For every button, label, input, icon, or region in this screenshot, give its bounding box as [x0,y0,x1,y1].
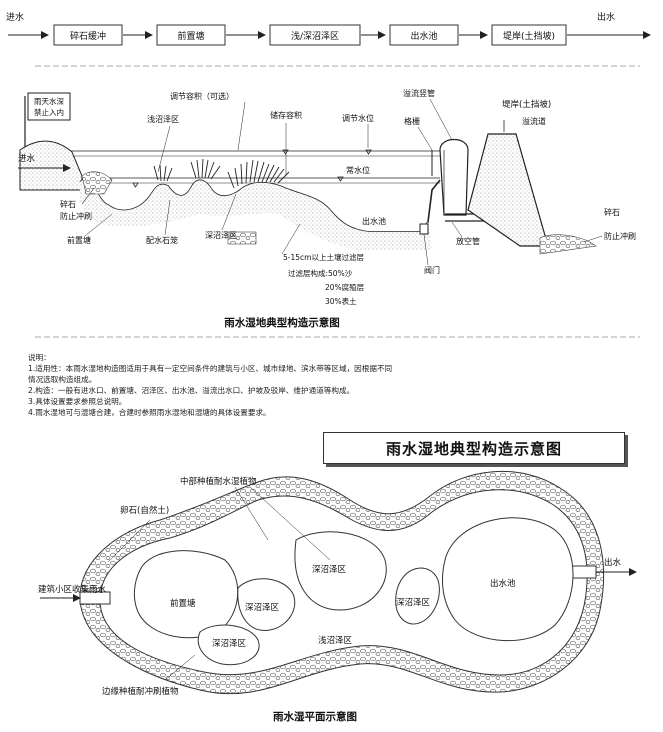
flow-end-label: 出水 [597,11,615,23]
filter-note: 30%表土 [325,296,357,306]
plan-label-outlet-pool: 出水池 [490,578,516,589]
notes-heading: 说明： [28,353,51,362]
section-title: 雨水湿地典型构造示意图 [224,316,340,329]
flow-step-label: 出水池 [410,30,437,42]
label-storage-volume: 储存容积 [270,110,302,120]
notes-line: 2.构造：一般有进水口、前置塘、沼泽区、出水池、溢流出水口、护坡及驳岸、维护通道… [28,386,355,395]
label-forebay: 前置塘 [67,235,91,245]
outlet-pipe [569,565,597,579]
label-bank: 堤岸(土挡坡) [502,99,551,110]
warning-sign-text: 禁止入内 [34,107,64,117]
plan-label-outlet: 出水 [604,557,622,568]
deep-marsh-zone [237,578,296,632]
bank-levee [467,133,549,247]
deep-marsh-zone [294,531,387,611]
label-gravel-out: 碎石 [604,207,620,217]
outlet-gravel [539,234,597,255]
label-stone-cage: 配水石笼 [146,235,178,245]
flow-step-box [491,24,567,46]
plan-label-forebay: 前置塘 [170,598,196,609]
filter-note: 5-15cm以上土壤过滤层 [283,252,364,262]
warning-sign-text: 雨天水深 [34,96,64,106]
flow-step-label: 浅/深沼泽区 [291,30,339,42]
anti-scour-label: 防止冲刷 [60,211,92,221]
plan-label-deep-marsh: 深沼泽区 [245,603,280,613]
label-deep-marsh: 深沼泽区 [205,231,237,240]
label-shallow-marsh: 浅沼泽区 [147,114,179,124]
flow-step-label: 碎石缓冲 [70,30,106,42]
filter-note: 20%腐殖层 [325,282,365,292]
soil-layer [80,179,432,250]
plan-title: 雨水湿平面示意图 [273,710,357,723]
notes-line: 1.适用性：本雨水湿地构造图适用于具有一定空间条件的建筑与小区、城市绿地、滨水带… [28,364,393,373]
plan-diagram: 中部种植耐水湿植物 卵石(自然土) 深沼泽区 建筑小区收集雨水 前置塘 深沼泽区… [38,470,637,723]
label-overflow-pipe: 溢流竖管 [403,88,435,98]
deep-marsh-zone [197,624,260,666]
section-diagram: 雨天水深 禁止入内 进水 碎石 防止冲刷 [18,88,636,329]
inlet-mound [19,140,83,191]
inlet-label: 进水 [18,153,36,164]
stone-cage [227,231,257,245]
label-grille: 格栅 [404,116,420,126]
label-outlet-pool: 出水池 [362,216,386,226]
label-valve: 阀门 [424,265,440,275]
flow-start-label: 进水 [6,11,24,23]
title-box: 雨水湿地典型构造示意图 [323,432,625,464]
marsh-plants [153,158,290,189]
flow-step-box [156,24,226,46]
notes-line: 情况选取构造组成。 [28,375,97,384]
flow-step-box [269,24,361,46]
flow-step-box [53,24,123,46]
plan-label-edge-plants: 边缘种植耐冲刷植物 [102,686,179,697]
flow-step-label: 堤岸(土挡坡) [503,30,555,42]
flow-step-box [389,24,459,46]
plan-label-deep-marsh: 深沼泽区 [212,639,247,649]
overflow-pipe [439,138,469,216]
valve [419,223,429,235]
outlet-pool-zone [441,517,574,641]
notes-line: 3.具体设置要求参照总说明。 [28,397,127,406]
title-box-text: 雨水湿地典型构造示意图 [385,439,562,458]
plan-label-inlet: 建筑小区收集雨水 [38,584,107,595]
gravel-label: 碎石 [60,199,76,209]
label-adjust-volume: 调节容积（可选） [170,91,234,101]
flow-step-label: 前置塘 [177,30,204,42]
notes-line: 4.雨水湿地可与湿塘合建，合建时参照雨水湿地和湿塘的具体设置要求。 [28,408,271,417]
label-drain-pipe: 放空管 [456,236,480,246]
inlet-gravel [81,171,113,195]
label-adjust-level: 调节水位 [342,113,374,123]
label-spillway: 溢流道 [522,116,546,126]
plan-label-deep-marsh: 深沼泽区 [312,565,347,575]
plan-label-pebble: 卵石(自然土) [120,505,169,516]
notes-block: 说明： 1.适用性：本雨水湿地构造图适用于具有一定空间条件的建筑与小区、城市绿地… [28,352,498,418]
plan-label-deep-marsh: 深沼泽区 [396,598,431,608]
filter-note: 过滤层构成:50%沙 [288,268,353,278]
process-flow: 进水 碎石缓冲 前置塘 浅/深沼泽区 出水池 堤岸(土挡坡) 出水 [6,11,651,46]
label-normal-level: 常水位 [346,165,370,175]
deep-marsh-zone [395,567,440,625]
plan-label-mid-plants: 中部种植耐水湿植物 [180,476,257,487]
plan-label-shallow-marsh: 浅沼泽区 [318,635,353,646]
warning-sign [27,92,71,121]
label-anti-scour-out: 防止冲刷 [604,231,636,241]
